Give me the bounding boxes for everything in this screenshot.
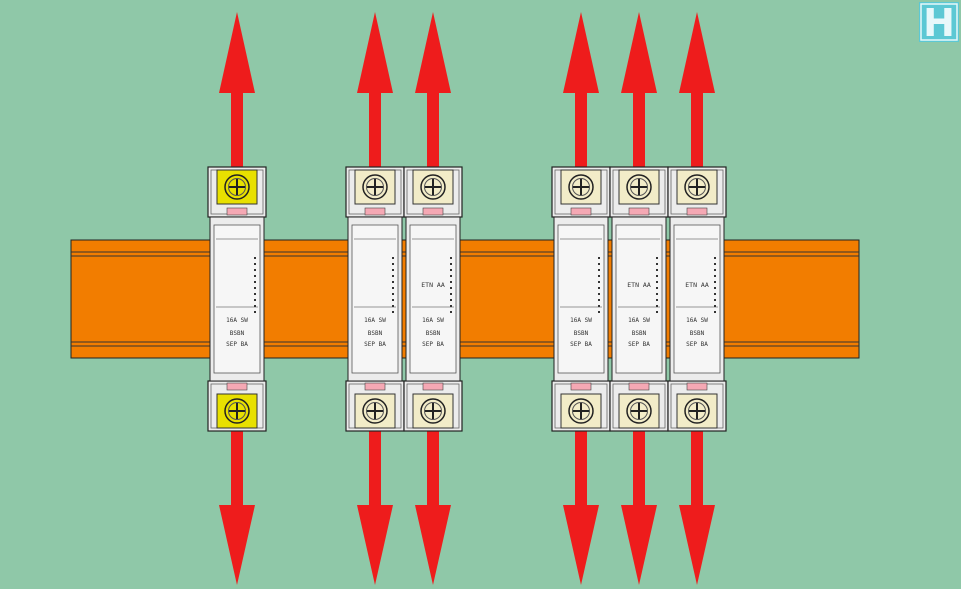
din-rail	[70, 239, 860, 359]
breaker-face-label: 16A SW	[422, 317, 444, 324]
terminal-screw-icon	[354, 393, 396, 429]
logo-letter: H	[923, 1, 955, 45]
breaker-face-label: ETN AA	[685, 281, 709, 289]
breaker-group-single-pole: 16A SW BSBN SEP BA	[207, 166, 267, 432]
breaker-face-label: 16A SW	[628, 317, 650, 324]
breaker-face-label: ETN AA	[627, 281, 651, 289]
breaker-group-double-pole: 16A SW BSBN SEP BA ETN AA 16A SW BSBN SEP BA	[345, 166, 463, 432]
double-arrow	[621, 12, 657, 585]
double-arrow	[219, 12, 255, 585]
terminal-screw-icon	[676, 169, 718, 205]
double-arrow	[415, 12, 451, 585]
arrows-layer	[219, 12, 715, 585]
breaker-face-label: 16A SW	[226, 317, 248, 324]
breaker-face-label: BSBN	[690, 330, 705, 337]
breaker-face-label: SEP BA	[686, 341, 708, 348]
terminal-screw-icon	[354, 169, 396, 205]
breaker-face-label: SEP BA	[570, 341, 592, 348]
double-arrow	[679, 12, 715, 585]
terminal-screw-icon	[560, 393, 602, 429]
breaker-face-label: BSBN	[230, 330, 245, 337]
terminal-screw-icon	[412, 393, 454, 429]
terminal-screw-icon	[618, 169, 660, 205]
breaker-face-label: 16A SW	[686, 317, 708, 324]
circuit-breaker[interactable]: 16A SW BSBN SEP BA	[345, 166, 405, 432]
circuit-breaker[interactable]: ETN AA 16A SW BSBN SEP BA	[667, 166, 727, 432]
circuit-breaker[interactable]: 16A SW BSBN SEP BA	[207, 166, 267, 432]
breaker-face-label: 16A SW	[570, 317, 592, 324]
double-arrow	[563, 12, 599, 585]
terminal-screw-icon	[676, 393, 718, 429]
circuit-breaker[interactable]: ETN AA 16A SW BSBN SEP BA	[403, 166, 463, 432]
circuit-breaker[interactable]: 16A SW BSBN SEP BA	[551, 166, 611, 432]
terminal-screw-icon	[560, 169, 602, 205]
logo-badge[interactable]: H	[919, 1, 959, 45]
breaker-face-label: SEP BA	[364, 341, 386, 348]
terminal-screw-icon	[216, 393, 258, 429]
breaker-face-label: 16A SW	[364, 317, 386, 324]
breaker-face-label: ETN AA	[421, 281, 445, 289]
breaker-face-label: BSBN	[574, 330, 589, 337]
breaker-face-label: BSBN	[368, 330, 383, 337]
breaker-face-label: SEP BA	[628, 341, 650, 348]
breaker-face-label: SEP BA	[226, 341, 248, 348]
terminal-screw-icon	[618, 393, 660, 429]
breaker-face-label: BSBN	[426, 330, 441, 337]
breaker-face-label: SEP BA	[422, 341, 444, 348]
breaker-face-label: BSBN	[632, 330, 647, 337]
terminal-screw-icon	[412, 169, 454, 205]
terminal-screw-icon	[216, 169, 258, 205]
double-arrow	[357, 12, 393, 585]
circuit-breaker[interactable]: ETN AA 16A SW BSBN SEP BA	[609, 166, 669, 432]
